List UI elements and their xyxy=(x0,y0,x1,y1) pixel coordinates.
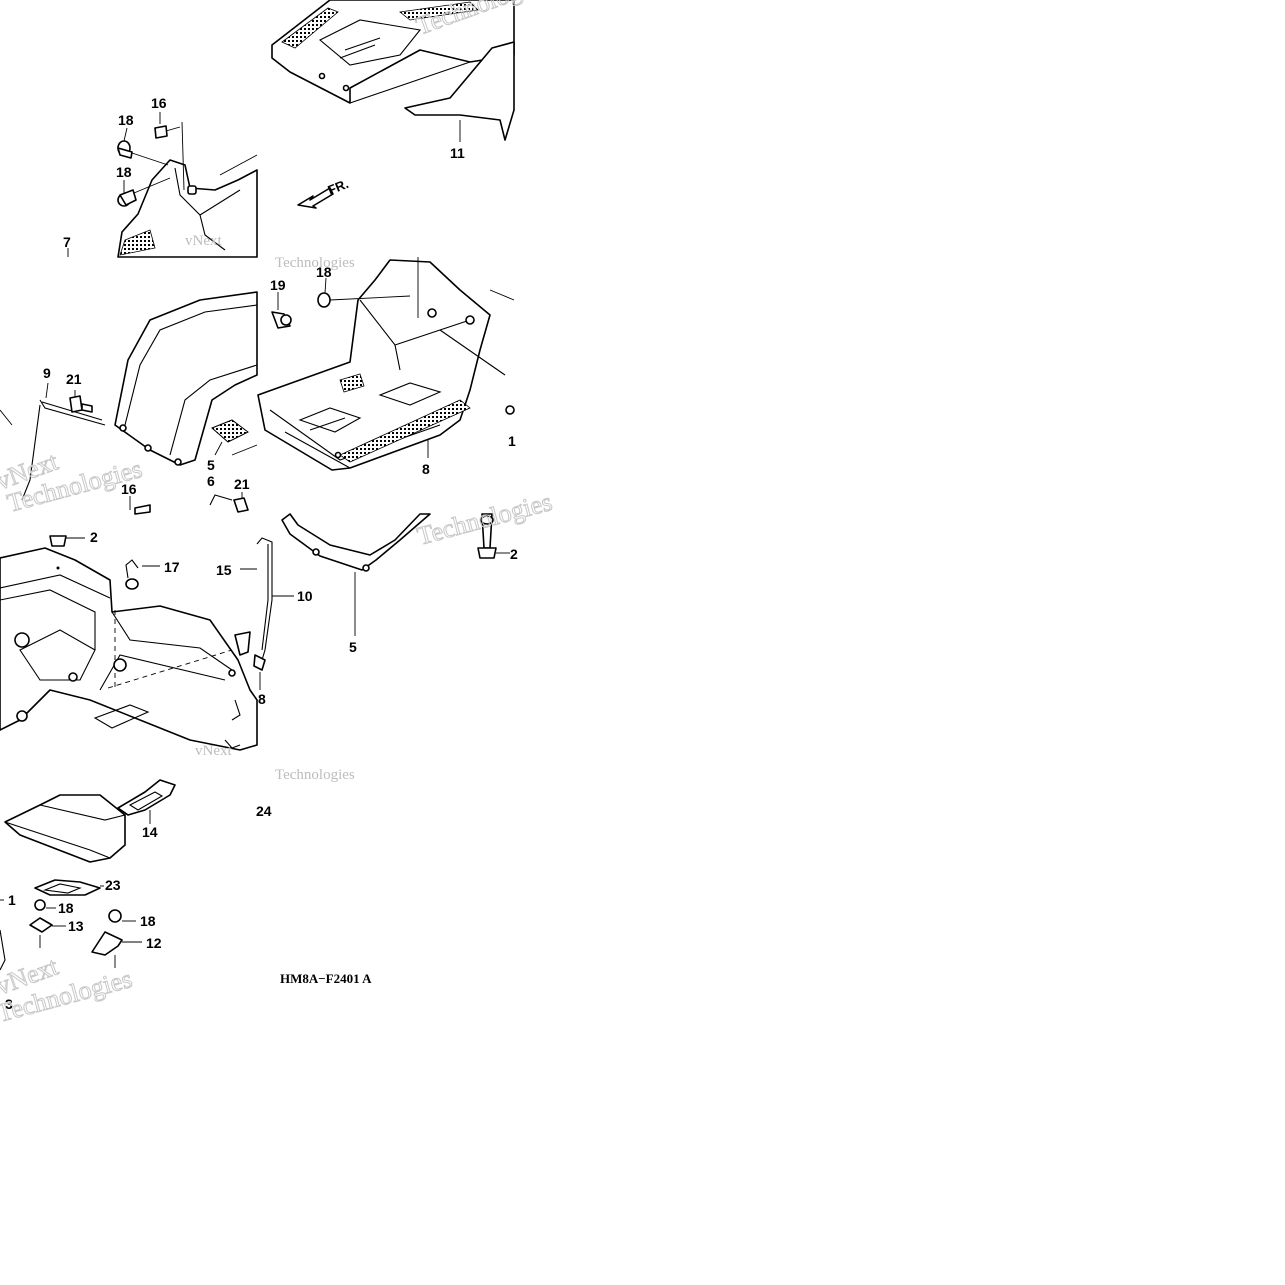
callout-12: 12 xyxy=(146,935,162,951)
panel-lower-right: 5 2 Technologies xyxy=(281,486,556,655)
callout-2: 2 xyxy=(510,546,518,562)
fender-lip-5 xyxy=(281,513,431,571)
callout-16: 16 xyxy=(121,481,137,497)
callout-21: 21 xyxy=(234,476,250,492)
bracket-12 xyxy=(91,931,123,956)
watermark-text: Technologies xyxy=(275,767,355,783)
callout-13: 13 xyxy=(68,918,84,934)
callout-21: 21 xyxy=(66,371,82,387)
callout-23: 23 xyxy=(105,877,121,893)
callout-1: 1 xyxy=(508,433,516,449)
callout-1: 1 xyxy=(8,892,16,908)
callout-14: 14 xyxy=(142,824,158,840)
callout-18: 18 xyxy=(118,112,134,128)
front-label: FR. xyxy=(326,176,351,198)
callout-6: 6 xyxy=(207,473,215,489)
bolt-21-lower xyxy=(233,497,249,513)
clip-18-bottom-b xyxy=(108,909,122,923)
callout-18: 18 xyxy=(58,900,74,916)
plate-14 xyxy=(117,779,176,816)
callout-5: 5 xyxy=(349,639,357,655)
left-footrest-guard xyxy=(117,159,258,258)
panel-top-left: 16 18 18 7 vNext xyxy=(63,95,258,258)
rod-9 xyxy=(21,399,106,501)
pad-5 xyxy=(211,419,249,443)
callout-3: 3 xyxy=(5,996,13,1012)
bolt-21 xyxy=(69,395,83,413)
callout-5: 5 xyxy=(207,457,215,473)
reference-code: HM8A−F2401 A xyxy=(280,971,372,986)
callout-19: 19 xyxy=(270,277,286,293)
bolt-16-top xyxy=(154,125,168,139)
footrest-middle xyxy=(257,259,491,471)
cover-lid xyxy=(4,794,126,863)
panel-lower-left: 2 17 15 10 8 vNext Technologies xyxy=(0,529,355,783)
clip-18-bottom-a xyxy=(34,899,46,911)
bracket-13 xyxy=(29,917,53,933)
cap-2 xyxy=(49,535,67,547)
callout-17: 17 xyxy=(164,559,180,575)
callout-10: 10 xyxy=(297,588,313,604)
callout-2: 2 xyxy=(90,529,98,545)
bracket-11 xyxy=(404,41,515,141)
callout-18: 18 xyxy=(116,164,132,180)
callout-8: 8 xyxy=(422,461,430,477)
panel-bottom-left: 24 14 23 1 18 13 18 12 3 HM8A−F2401 A vN… xyxy=(0,779,372,1028)
footrest-top xyxy=(271,0,515,104)
rear-carrier-fender xyxy=(0,547,258,751)
callout-15: 15 xyxy=(216,562,232,578)
callout-8: 8 xyxy=(258,691,266,707)
front-arrow-icon xyxy=(297,187,334,209)
clip-18-mid xyxy=(317,292,331,308)
panel-top-right: 11 FR. Technologies xyxy=(271,0,552,209)
rod-10 xyxy=(256,537,273,661)
watermark-text: vNext xyxy=(195,743,232,759)
callout-18: 18 xyxy=(316,264,332,280)
callout-24: 24 xyxy=(256,803,272,819)
watermark-text: vNext xyxy=(185,233,222,249)
strap-17 xyxy=(125,559,139,579)
panel-middle-right: 19 18 8 1 Technologies xyxy=(257,255,516,477)
panel-middle-left: 9 21 5 6 21 16 vNext Technologies xyxy=(0,291,258,518)
callout-9: 9 xyxy=(43,365,51,381)
callout-16: 16 xyxy=(151,95,167,111)
callout-7: 7 xyxy=(63,234,71,250)
callout-18: 18 xyxy=(140,913,156,929)
watermark-text: Technologies xyxy=(275,255,355,271)
callout-11: 11 xyxy=(450,145,465,161)
